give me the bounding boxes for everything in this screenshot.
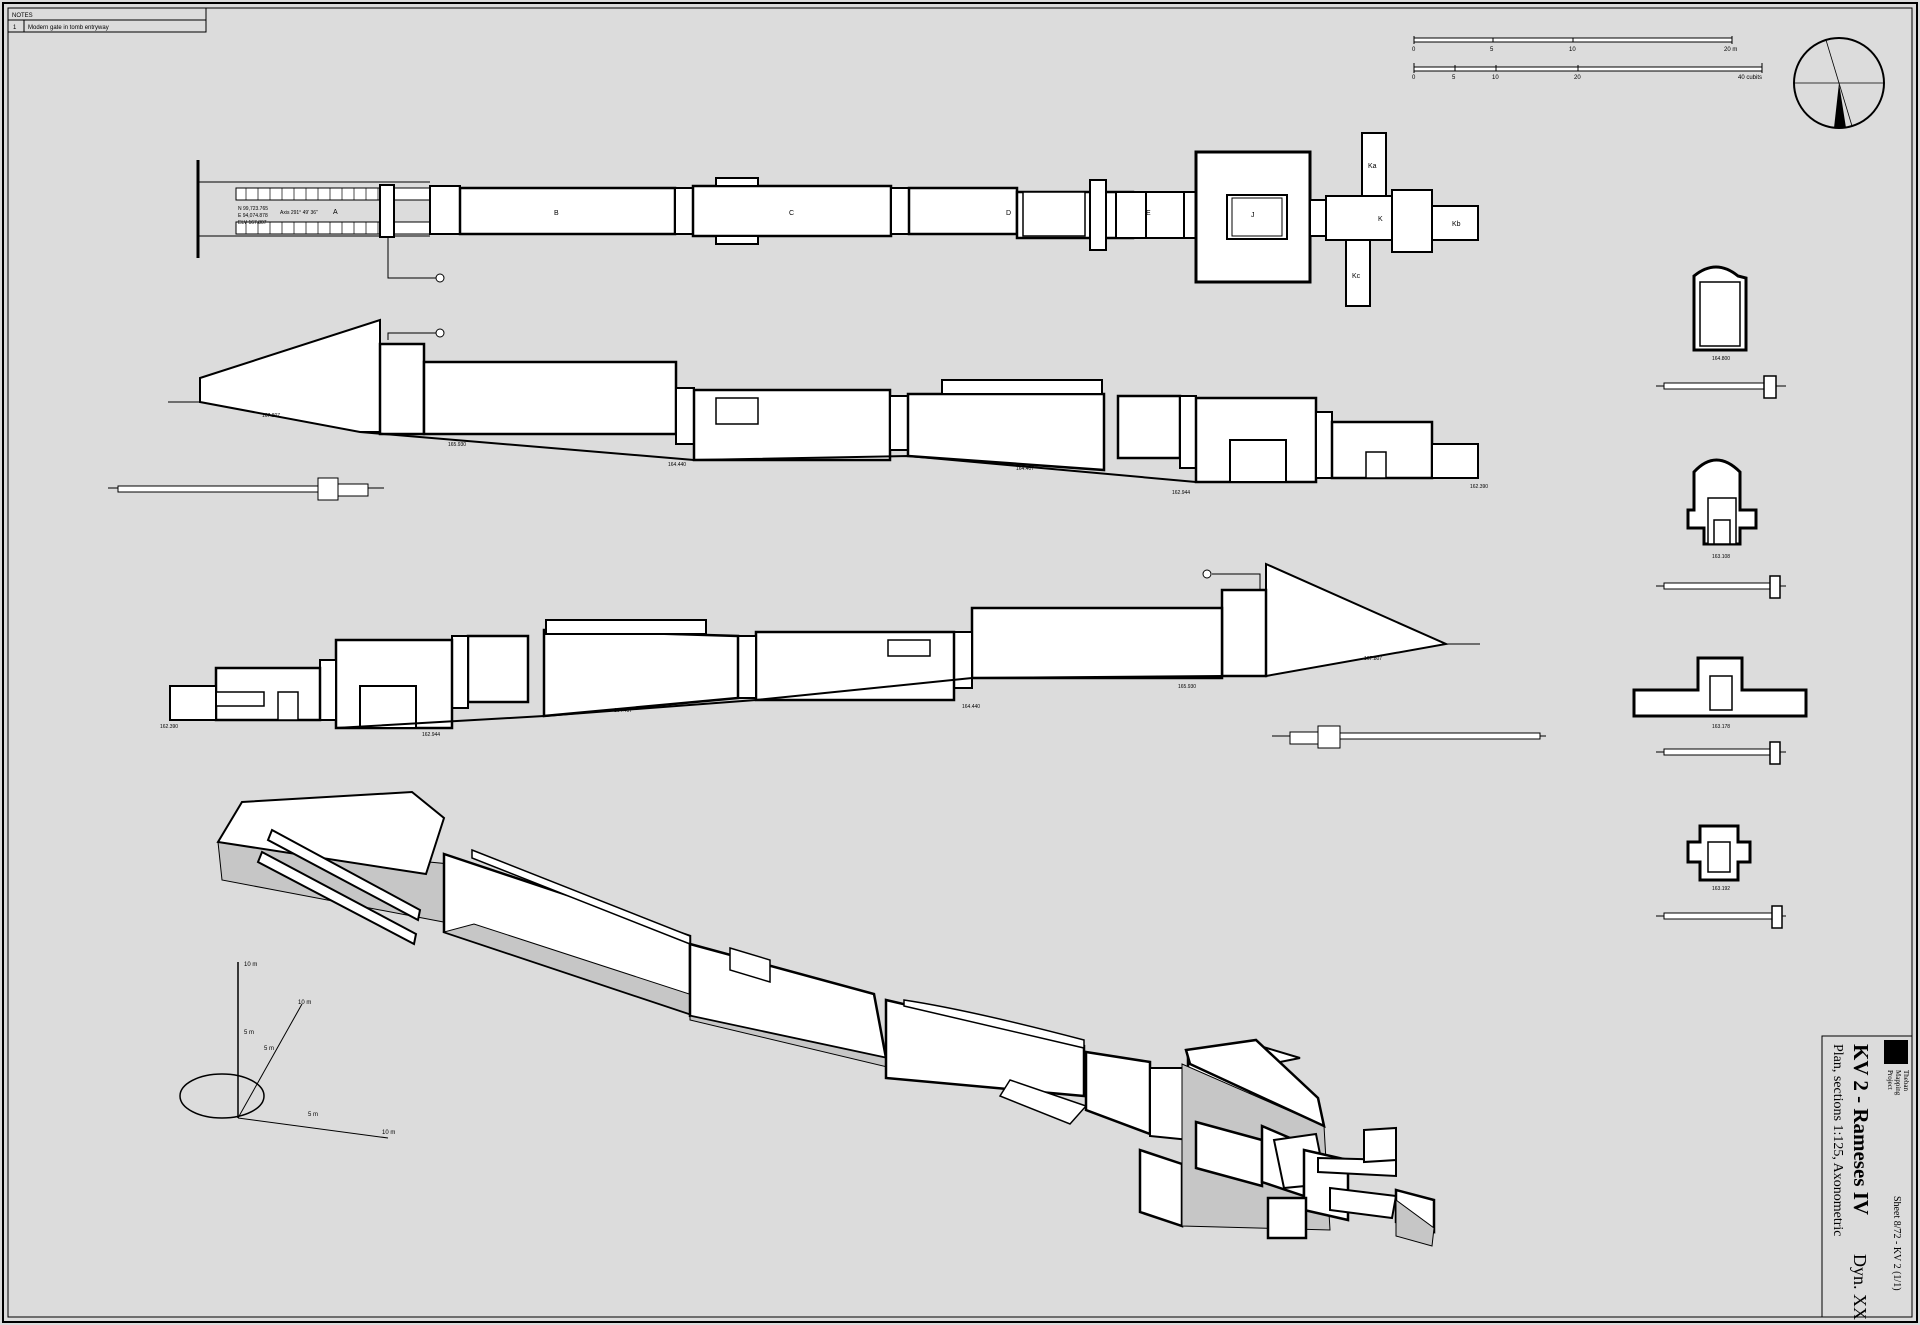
axis-x-5: 5 m xyxy=(308,1112,318,1118)
coord-elv: ELV 167.807 xyxy=(238,220,267,226)
inner-border xyxy=(7,7,1913,1318)
elev-l-4: 164.440 xyxy=(962,704,980,710)
elev-u-5: 162.944 xyxy=(1172,490,1190,496)
cross-section-2: 163.108 xyxy=(1656,458,1786,599)
label-C: C xyxy=(789,210,794,217)
org-line2: Mapping xyxy=(1894,1070,1902,1096)
tomb-title: KV 2 - Rameses IV xyxy=(1849,1044,1873,1215)
scale-m-0: 0 xyxy=(1412,47,1416,53)
axonometric-view xyxy=(216,790,1436,1247)
cross-section-4: 163.192 xyxy=(1656,824,1786,929)
section-elev-4: 163.192 xyxy=(1712,886,1730,892)
coord-e: E 94,074.878 xyxy=(238,213,268,219)
upper-section: 167.807 165.930 164.440 164.407 162.944 … xyxy=(168,318,1488,496)
dynasty: Dyn. XX xyxy=(1850,1254,1870,1320)
note-number: 1 xyxy=(13,25,17,31)
elev-l-1: 162.390 xyxy=(160,724,178,730)
label-J: J xyxy=(1251,212,1255,219)
elev-l-6: 167.807 xyxy=(1364,656,1382,662)
notes-header: NOTES xyxy=(12,13,33,19)
axis-y-5: 5 m xyxy=(264,1046,274,1052)
axis-z-10: 10 m xyxy=(244,962,257,968)
scale-m-20: 20 m xyxy=(1724,47,1737,53)
tomb-plan: A B C D E J Ka K Kb Kc N 99,723.765 E 94… xyxy=(196,132,1479,307)
scale-bar-cubits: 0 5 10 20 40 cubits xyxy=(1412,63,1763,81)
axis-x-10: 10 m xyxy=(382,1130,395,1136)
label-B: B xyxy=(554,210,559,217)
scale-bar-meters: 0 5 10 20 m xyxy=(1412,36,1737,53)
axis-gizmo: 10 m 5 m 10 m 5 m 5 m 10 m xyxy=(179,962,395,1139)
cross-section-1: 164.800 xyxy=(1656,265,1786,399)
key-map-lower xyxy=(1272,725,1546,749)
scale-m-5: 5 xyxy=(1490,47,1494,53)
north-arrow-icon xyxy=(1793,37,1885,129)
cross-section-3: 163.178 xyxy=(1632,656,1808,765)
org-line1: Theban xyxy=(1902,1070,1910,1091)
elev-u-1: 167.807 xyxy=(262,413,280,419)
coord-n: N 99,723.765 xyxy=(238,206,268,212)
label-D: D xyxy=(1006,210,1011,217)
elev-l-3: 164.407 xyxy=(614,708,632,714)
section-elev-1: 164.800 xyxy=(1712,356,1730,362)
sheet-number: Sheet 8/72 - KV 2 (1/1) xyxy=(1891,1196,1902,1291)
elev-u-4: 164.407 xyxy=(1016,466,1034,472)
lower-section: 162.390 162.944 164.407 164.440 165.930 … xyxy=(160,562,1480,738)
plan-subtitle: Plan, sections 1:125, Axonometric xyxy=(1830,1044,1845,1236)
label-Kc: Kc xyxy=(1352,273,1361,280)
elev-u-6: 162.390 xyxy=(1470,484,1488,490)
scale-m-10: 10 xyxy=(1569,47,1576,53)
scale-c-5: 5 xyxy=(1452,75,1456,81)
label-Ka: Ka xyxy=(1368,163,1377,170)
scale-c-40: 40 cubits xyxy=(1738,75,1762,81)
axis-y-10: 10 m xyxy=(298,1000,311,1006)
scale-c-20: 20 xyxy=(1574,75,1581,81)
label-K: K xyxy=(1378,216,1383,223)
section-elev-3: 163.178 xyxy=(1712,724,1730,730)
key-map-upper xyxy=(108,477,384,501)
elev-l-5: 165.930 xyxy=(1178,684,1196,690)
scale-c-0: 0 xyxy=(1412,75,1416,81)
scale-c-10: 10 xyxy=(1492,75,1499,81)
axis-z-5: 5 m xyxy=(244,1030,254,1036)
section-elev-2: 163.108 xyxy=(1712,554,1730,560)
title-block: Theban Mapping Project Sheet 8/72 - KV 2… xyxy=(1821,1035,1913,1320)
tmp-logo xyxy=(1884,1040,1908,1064)
elev-u-2: 165.930 xyxy=(448,442,466,448)
elev-l-2: 162.944 xyxy=(422,732,440,738)
elev-u-3: 164.440 xyxy=(668,462,686,468)
axis-label: Axis 291° 49' 36" xyxy=(280,210,318,216)
label-E: E xyxy=(1146,210,1151,217)
notes-table: NOTES 1 Modern gate in tomb entryway xyxy=(7,7,207,33)
label-Kb: Kb xyxy=(1452,221,1461,228)
org-line3: Project xyxy=(1886,1070,1894,1090)
note-text: Modern gate in tomb entryway xyxy=(28,25,109,31)
label-A: A xyxy=(333,209,338,216)
